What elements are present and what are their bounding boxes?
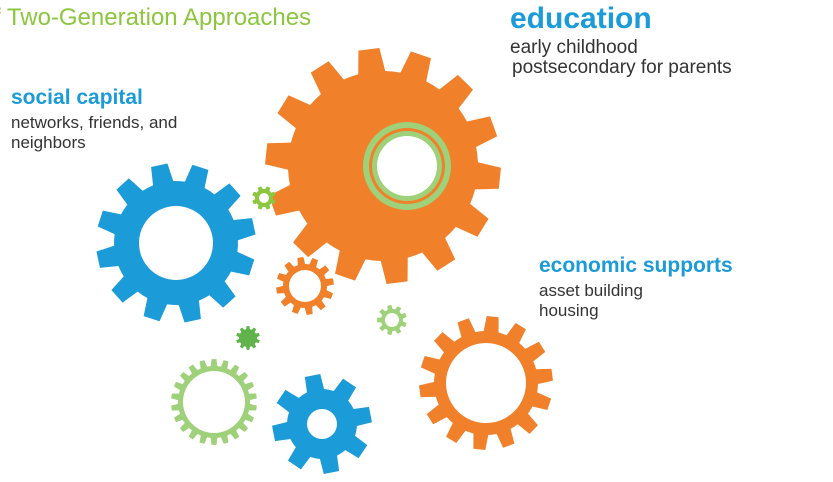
orange-small-gear-shape <box>276 257 334 315</box>
tiny-green-gear-1-shape <box>252 186 276 210</box>
education-line-2: postsecondary for parents <box>512 57 732 78</box>
tiny-green-gear-2 <box>377 305 407 335</box>
education-gear-rings <box>363 122 451 210</box>
social-capital-gear-shape <box>96 163 256 323</box>
tiny-green-gear-3 <box>236 326 260 350</box>
blue-small-gear <box>272 374 372 474</box>
tiny-green-gear-2-shape <box>377 305 407 335</box>
social-capital-line-2: neighbors <box>11 133 86 152</box>
green-ring-gear-shape <box>171 359 257 445</box>
social-capital-line-1: networks, friends, and <box>11 113 178 132</box>
orange-small-gear <box>276 257 334 315</box>
economic-supports-gear-shape <box>419 316 553 450</box>
economic-supports-line-1: asset building <box>539 281 643 300</box>
social-capital-gear <box>96 163 256 323</box>
social-capital-heading: social capital <box>11 86 143 109</box>
diagram-title: f Two-Generation Approaches <box>0 4 312 31</box>
economic-supports-gear <box>419 316 553 450</box>
ring-3 <box>377 136 437 196</box>
education-line-1: early childhood <box>510 37 638 58</box>
tiny-green-gear-3-shape <box>236 326 260 350</box>
blue-small-gear-shape <box>272 374 372 474</box>
education-heading: education <box>510 2 652 35</box>
green-ring-gear <box>171 359 257 445</box>
economic-supports-line-2: housing <box>539 301 599 320</box>
economic-supports-heading: economic supports <box>539 254 733 277</box>
tiny-green-gear-1 <box>252 186 276 210</box>
